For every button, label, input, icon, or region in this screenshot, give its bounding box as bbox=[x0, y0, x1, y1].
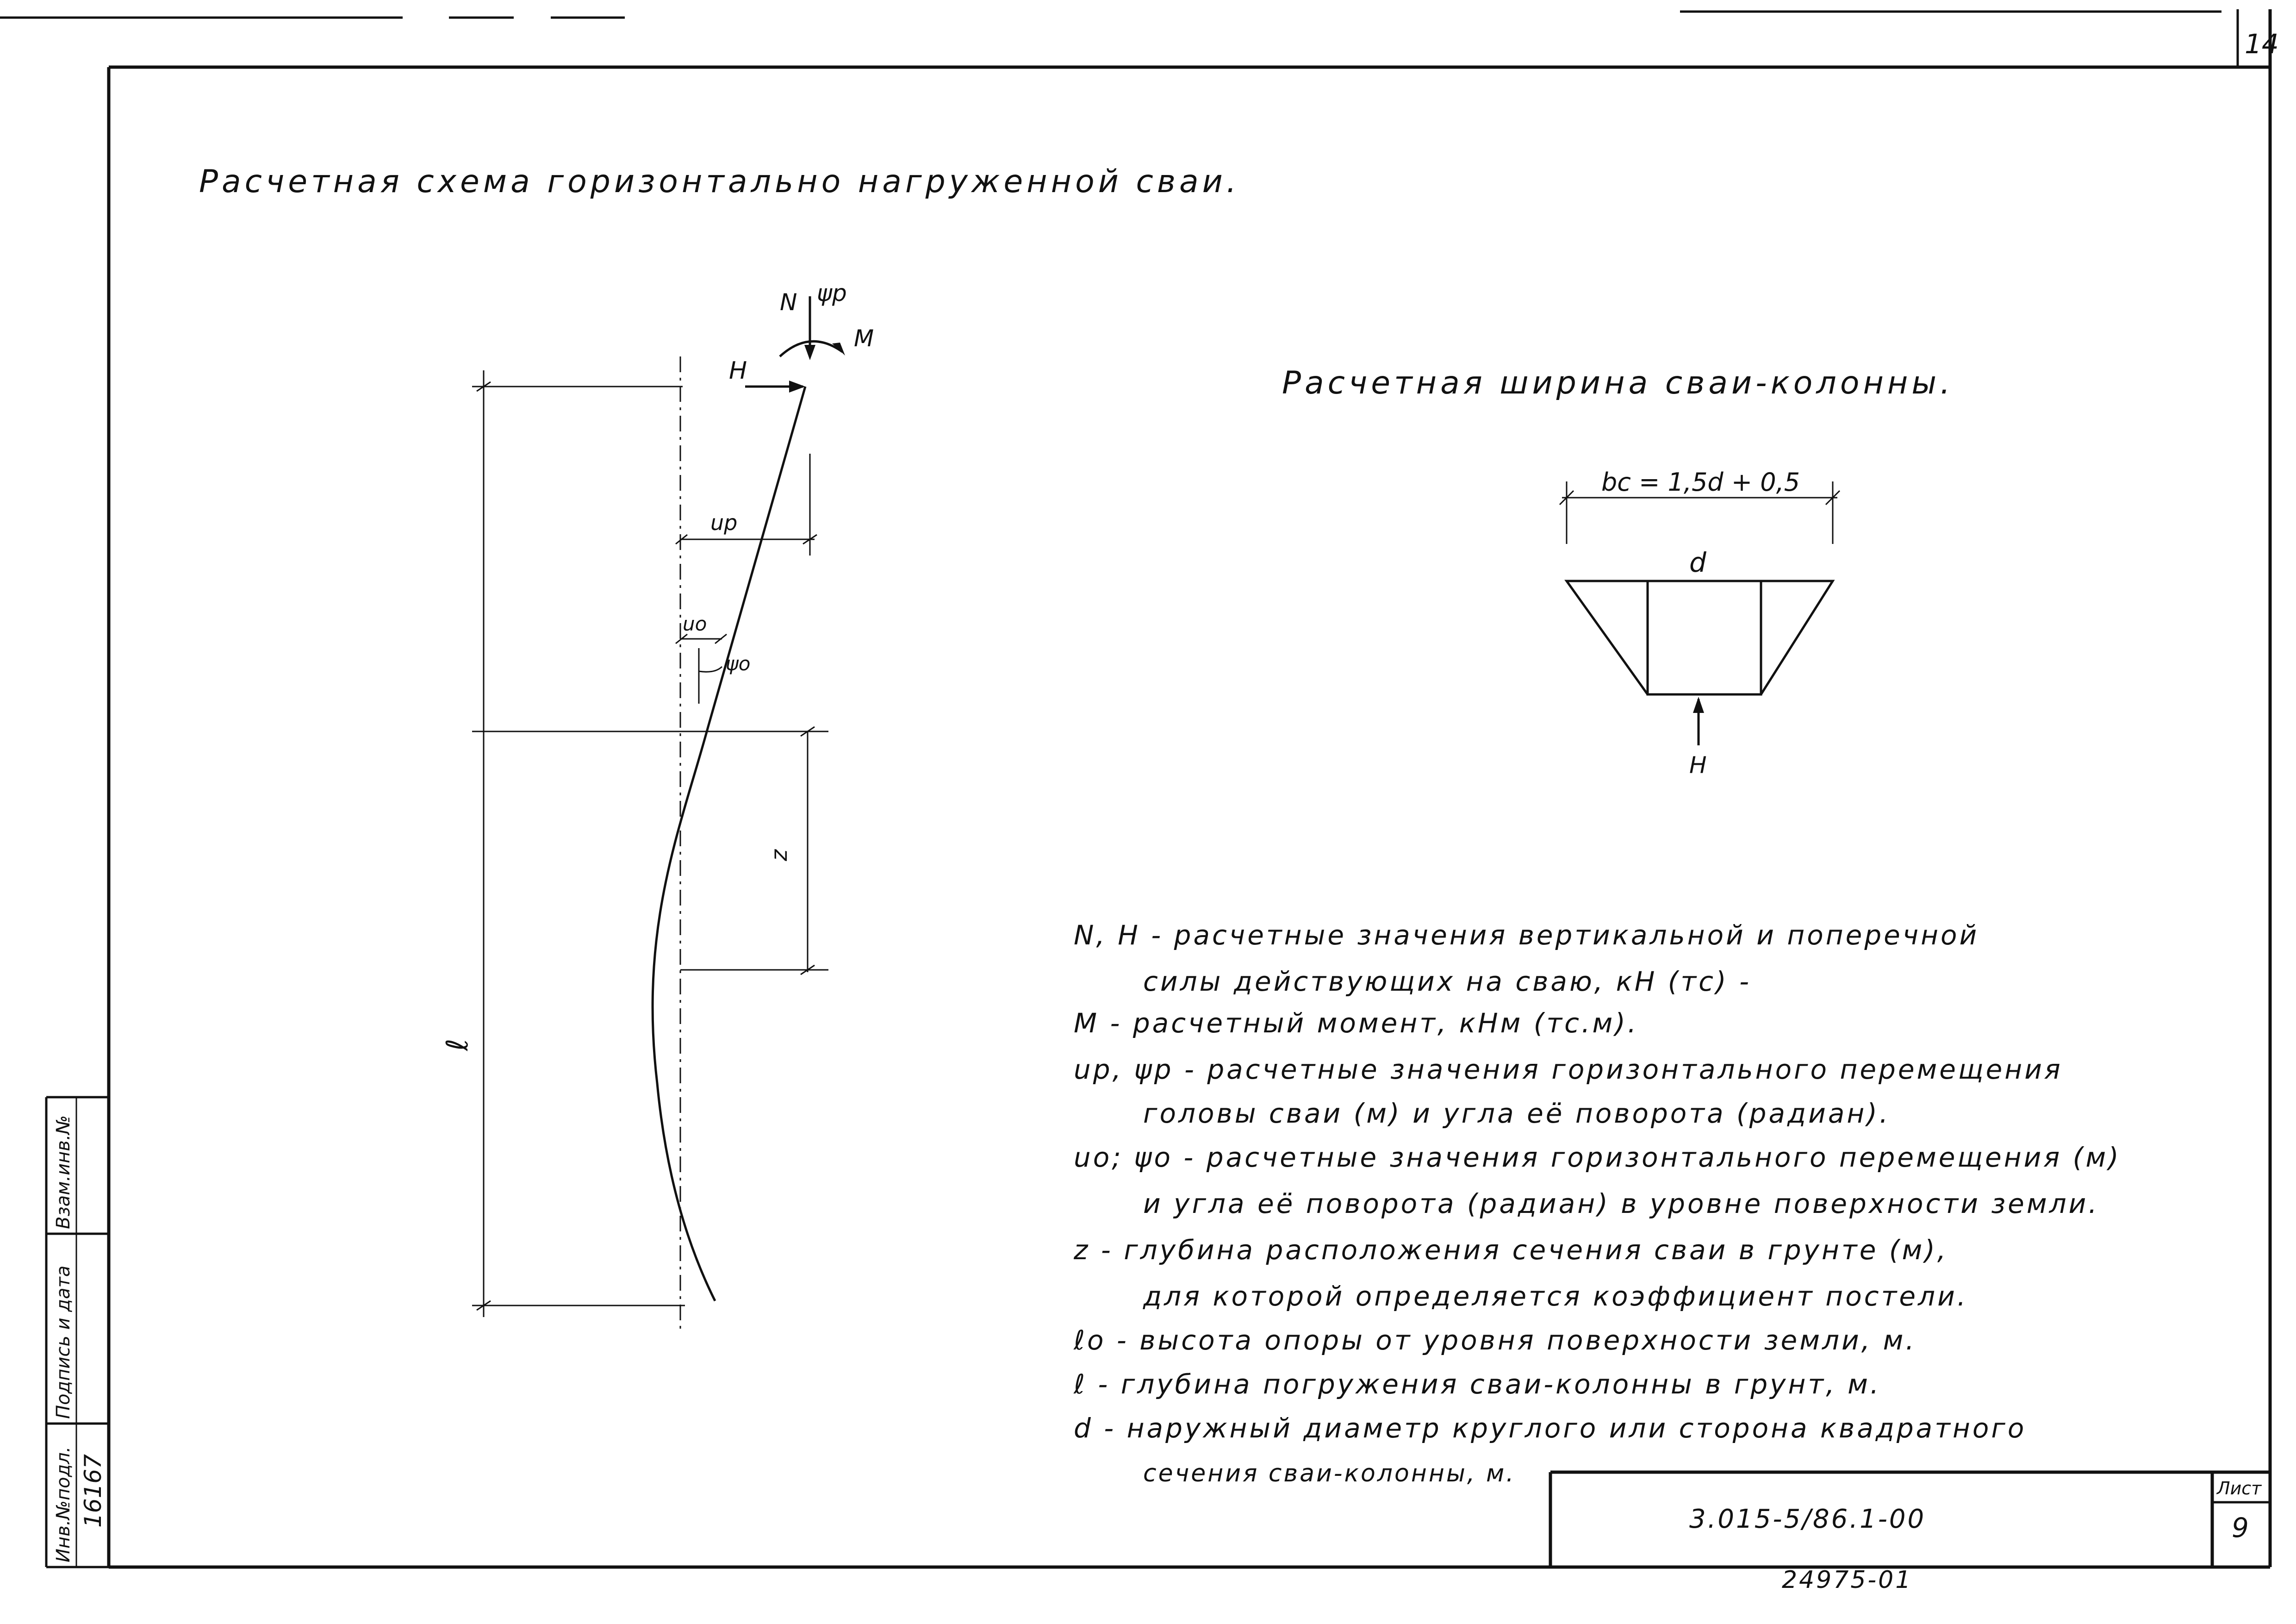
h-force-label: H bbox=[729, 357, 747, 385]
width-scheme-title: Расчетная ширина сваи-колонны. bbox=[1282, 365, 1954, 401]
inv-no-value: 16167 bbox=[80, 1454, 106, 1528]
sheet-number: 9 bbox=[2232, 1512, 2249, 1543]
l-label: ℓ bbox=[441, 1039, 475, 1051]
legend-line: для которой определяется коэффициент пос… bbox=[1143, 1280, 1968, 1312]
legend-line: силы действующих на сваю, кН (тс) - bbox=[1143, 966, 1751, 997]
legend-line: uo; ψo - расчетные значения горизонтальн… bbox=[1074, 1142, 2121, 1173]
moment-arc bbox=[779, 340, 843, 357]
legend-line: N, H - расчетные значения вертикальной и… bbox=[1074, 919, 1979, 951]
n-force-label: N bbox=[780, 289, 797, 316]
legend-line: d - наружный диаметр круглого или сторон… bbox=[1074, 1412, 2026, 1444]
legend: N, H - расчетные значения вертикальной и… bbox=[1073, 919, 2121, 1487]
top-edge-marks bbox=[0, 10, 2221, 19]
legend-line: z - глубина расположения сечения сваи в … bbox=[1073, 1234, 1948, 1266]
pile-section-square bbox=[1646, 580, 1762, 696]
h-force-arrowhead bbox=[789, 381, 805, 393]
pile-curve bbox=[651, 386, 807, 1302]
n-force-arrowhead bbox=[804, 345, 815, 360]
uo-label: uo bbox=[683, 612, 707, 635]
pile-scheme: H N ψp M uр uo ψo z ℓ bbox=[441, 280, 874, 1329]
inv-no-label: Инв.№подл. bbox=[53, 1446, 74, 1562]
psi-p-label: ψp bbox=[817, 280, 847, 306]
left-stamp-strip: Взам.инв.№ Подпись и дата Инв.№подл. 161… bbox=[45, 1096, 109, 1568]
h-arrowhead bbox=[1693, 697, 1704, 713]
sheet-label: Лист bbox=[2216, 1478, 2262, 1499]
legend-line: головы сваи (м) и угла её поворота (ради… bbox=[1143, 1098, 1890, 1129]
legend-line: M - расчетный момент, кНм (тс.м). bbox=[1074, 1007, 1638, 1039]
title-block: 3.015-5/86.1-00 Лист 9 24975-01 bbox=[1549, 1470, 2270, 1594]
up-label: uр bbox=[710, 510, 737, 535]
width-scheme: bc = 1,5d + 0,5 d H bbox=[1559, 468, 1841, 779]
d-label: d bbox=[1689, 547, 1707, 578]
bottom-code: 24975-01 bbox=[1782, 1566, 1912, 1594]
psi-o-label: ψo bbox=[726, 652, 750, 675]
corner-page-number: 14 bbox=[2245, 28, 2279, 60]
sheet-frame bbox=[107, 9, 2272, 1569]
moment-label: M bbox=[854, 325, 874, 352]
doc-code: 3.015-5/86.1-00 bbox=[1689, 1504, 1926, 1534]
bc-formula: bc = 1,5d + 0,5 bbox=[1601, 468, 1800, 497]
z-label: z bbox=[766, 849, 792, 862]
sign-date-label: Подпись и дата bbox=[53, 1266, 74, 1419]
legend-line: и угла её поворота (радиан) в уровне пов… bbox=[1143, 1188, 2099, 1219]
drawing-title: Расчетная схема горизонтально нагруженно… bbox=[199, 163, 1240, 200]
legend-line: uр, ψр - расчетные значения горизонтальн… bbox=[1074, 1054, 2063, 1085]
h-label: H bbox=[1689, 752, 1707, 779]
legend-line: сечения сваи-колонны, м. bbox=[1143, 1460, 1516, 1487]
legend-line: ℓo - высота опоры от уровня поверхности … bbox=[1073, 1324, 1916, 1356]
legend-line: ℓ - глубина погружения сваи-колонны в гр… bbox=[1073, 1368, 1881, 1400]
width-trapezoid bbox=[1564, 580, 1835, 696]
vzam-inv-label: Взам.инв.№ bbox=[53, 1115, 74, 1229]
